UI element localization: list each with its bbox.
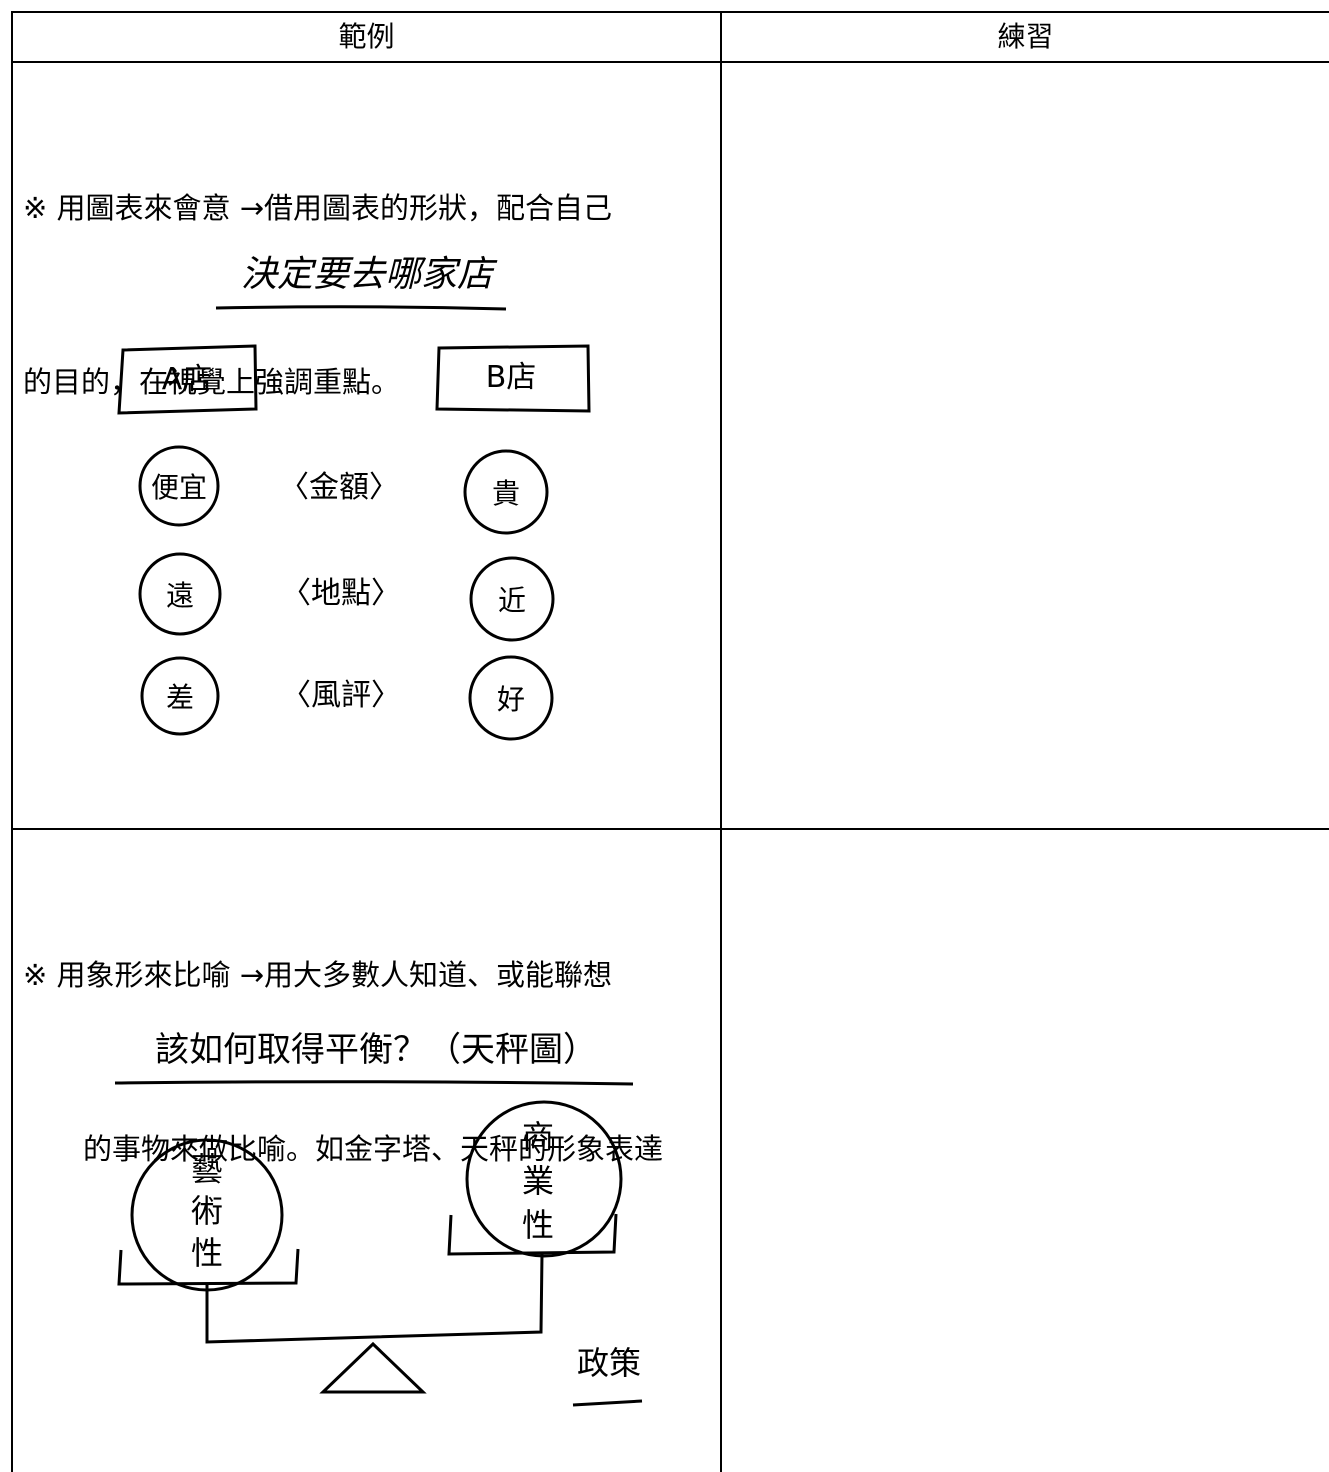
- circle-cheap: [138, 445, 220, 527]
- left-weight-char-3: 性: [191, 1234, 223, 1272]
- header-practice: 練習: [997, 20, 1054, 53]
- left-weight-char-1: 藝: [191, 1150, 223, 1188]
- store-a-label: A店: [162, 362, 213, 397]
- location-right-value: 近: [498, 584, 526, 617]
- row2-line1: ※ 用象形來比喻 →用大多數人知道、或能聯想: [23, 958, 613, 992]
- header-divider: [11, 61, 1329, 63]
- column-divider: [720, 11, 722, 1472]
- row2-line2: 的事物來做比喻。如金字塔、天秤的形象表達: [83, 1132, 664, 1166]
- worksheet-table: 範例 練習 ※ 用圖表來會意 →借用圖表的形狀，配合自己 的目的，在視覺上強調重…: [11, 11, 1329, 1472]
- figure1-title-underline: [215, 305, 507, 311]
- store-a-box: [117, 344, 258, 415]
- row-divider: [11, 828, 1329, 830]
- row1-line1: ※ 用圖表來會意 →借用圖表的形狀，配合自己: [23, 191, 613, 225]
- location-left-value: 遠: [166, 579, 194, 612]
- right-weight-char-1: 商: [522, 1118, 554, 1156]
- figure2-title-underline: [114, 1080, 634, 1086]
- circle-bad: [140, 656, 220, 736]
- price-criterion: 〈金額〉: [279, 470, 399, 505]
- circle-good: [468, 655, 554, 741]
- store-b-box: [435, 344, 591, 413]
- right-pan: [447, 1213, 618, 1256]
- table-border-left: [11, 11, 13, 1472]
- partial-label-mask: [642, 1330, 720, 1410]
- figure2-title: 該如何取得平衡？（天秤圖）: [155, 1030, 597, 1070]
- store-b-label: B店: [486, 360, 537, 395]
- row2-description: ※ 用象形來比喻 →用大多數人知道、或能聯想 的事物來做比喻。如金字塔、天秤的形…: [23, 830, 713, 1294]
- scale-beam: [205, 1253, 544, 1344]
- circle-far: [138, 552, 222, 636]
- reputation-left-value: 差: [166, 681, 194, 714]
- store-decision-figure: 決定要去哪家店 A店 B店 便宜 〈金額〉 貴 遠 〈地點〉 近 差 〈風評〉 …: [117, 254, 591, 741]
- figure1-title: 決定要去哪家店: [241, 254, 498, 295]
- reputation-right-value: 好: [497, 683, 525, 716]
- right-weight-char-2: 業: [522, 1162, 554, 1200]
- partial-label: 政策: [577, 1344, 641, 1382]
- table-border-top: [11, 11, 1329, 13]
- circle-near: [469, 556, 555, 642]
- partial-label-underline: [572, 1399, 643, 1407]
- row1-description: ※ 用圖表來會意 →借用圖表的形狀，配合自己 的目的，在視覺上強調重點。: [23, 63, 713, 527]
- left-pan: [117, 1248, 300, 1286]
- circle-expensive: [463, 449, 549, 535]
- scale-fulcrum: [319, 1341, 427, 1394]
- balance-scale-figure: 該如何取得平衡？（天秤圖） 藝 術 性 商 業 性 政策: [114, 1030, 720, 1410]
- row1-line2: 的目的，在視覺上強調重點。: [23, 365, 401, 399]
- header-example: 範例: [338, 20, 395, 53]
- right-weight-char-3: 性: [522, 1206, 554, 1244]
- price-left-value: 便宜: [151, 471, 207, 504]
- right-weight-circle: [465, 1100, 623, 1258]
- location-criterion: 〈地點〉: [281, 576, 401, 611]
- price-right-value: 貴: [492, 477, 520, 510]
- left-weight-char-2: 術: [191, 1192, 223, 1230]
- reputation-criterion: 〈風評〉: [281, 678, 401, 713]
